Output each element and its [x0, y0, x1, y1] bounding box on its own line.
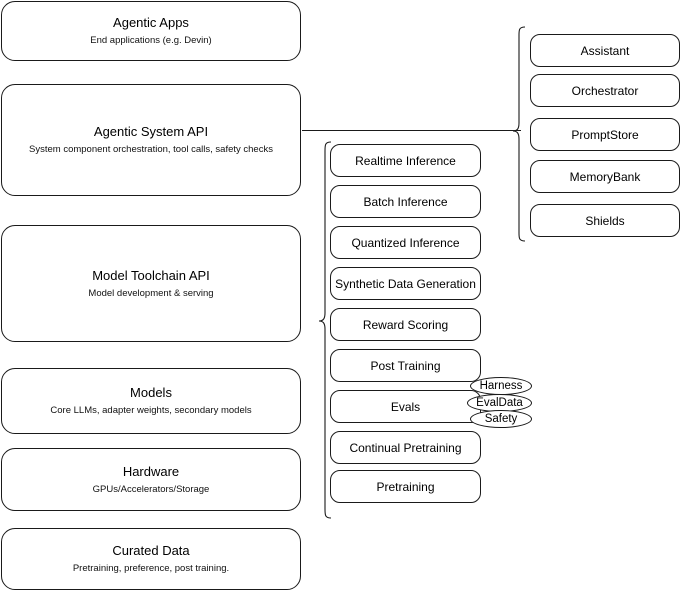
capability-label: Pretraining: [376, 479, 435, 494]
component-shields[interactable]: Shields: [530, 204, 680, 237]
brace-toolchain-capabilities: [318, 141, 332, 519]
component-label: PromptStore: [571, 127, 639, 142]
capability-pretraining[interactable]: Pretraining: [330, 470, 481, 503]
badge-harness[interactable]: Harness: [470, 377, 532, 395]
component-orchestrator[interactable]: Orchestrator: [530, 74, 680, 107]
capability-label: Quantized Inference: [351, 235, 460, 250]
layer-title: Curated Data: [112, 543, 190, 558]
capability-synthetic-data-generation[interactable]: Synthetic Data Generation: [330, 267, 481, 300]
connector-system-api-to-components: [302, 130, 521, 131]
badge-label: Safety: [484, 413, 518, 425]
badge-safety[interactable]: Safety: [470, 410, 532, 428]
layer-subtitle: End applications (e.g. Devin): [90, 35, 212, 46]
capability-quantized-inference[interactable]: Quantized Inference: [330, 226, 481, 259]
layer-models[interactable]: Models Core LLMs, adapter weights, secon…: [1, 368, 301, 434]
capability-label: Batch Inference: [363, 194, 448, 209]
layer-model-toolchain-api[interactable]: Model Toolchain API Model development & …: [1, 225, 301, 342]
component-assistant[interactable]: Assistant: [530, 34, 680, 67]
badge-label: EvalData: [476, 397, 523, 409]
component-label: Orchestrator: [571, 83, 639, 98]
layer-subtitle: System component orchestration, tool cal…: [29, 144, 273, 155]
layer-curated-data[interactable]: Curated Data Pretraining, preference, po…: [1, 528, 301, 590]
layer-subtitle: Pretraining, preference, post training.: [72, 563, 230, 574]
component-label: Shields: [585, 213, 625, 228]
capability-label: Realtime Inference: [355, 153, 456, 168]
capability-realtime-inference[interactable]: Realtime Inference: [330, 144, 481, 177]
component-label: Assistant: [580, 43, 630, 58]
layer-title: Agentic Apps: [113, 15, 189, 30]
layer-agentic-system-api[interactable]: Agentic System API System component orch…: [1, 84, 301, 196]
layer-subtitle: Model development & serving: [88, 287, 214, 299]
component-memorybank[interactable]: MemoryBank: [530, 160, 680, 193]
component-promptstore[interactable]: PromptStore: [530, 118, 680, 151]
layer-agentic-apps[interactable]: Agentic Apps End applications (e.g. Devi…: [1, 1, 301, 61]
layer-hardware[interactable]: Hardware GPUs/Accelerators/Storage: [1, 448, 301, 511]
badge-evaldata[interactable]: EvalData: [467, 394, 532, 412]
capability-label: Post Training: [370, 358, 441, 373]
capability-post-training[interactable]: Post Training: [330, 349, 481, 382]
layer-subtitle: Core LLMs, adapter weights, secondary mo…: [50, 405, 252, 416]
layer-title: Models: [130, 385, 172, 400]
layer-title: Agentic System API: [93, 124, 209, 139]
component-label: MemoryBank: [569, 169, 641, 184]
layer-title: Hardware: [122, 463, 180, 479]
capability-batch-inference[interactable]: Batch Inference: [330, 185, 481, 218]
layer-subtitle: GPUs/Accelerators/Storage: [92, 483, 210, 495]
brace-system-components: [512, 26, 526, 242]
capability-label: Reward Scoring: [362, 317, 449, 332]
badge-label: Harness: [479, 380, 523, 392]
capability-label: Synthetic Data Generation: [335, 276, 476, 291]
capability-label: Continual Pretraining: [349, 440, 462, 455]
capability-reward-scoring[interactable]: Reward Scoring: [330, 308, 481, 341]
capability-label: Evals: [390, 399, 421, 414]
capability-evals[interactable]: Evals: [330, 390, 481, 423]
layer-title: Model Toolchain API: [92, 267, 210, 283]
capability-continual-pretraining[interactable]: Continual Pretraining: [330, 431, 481, 464]
